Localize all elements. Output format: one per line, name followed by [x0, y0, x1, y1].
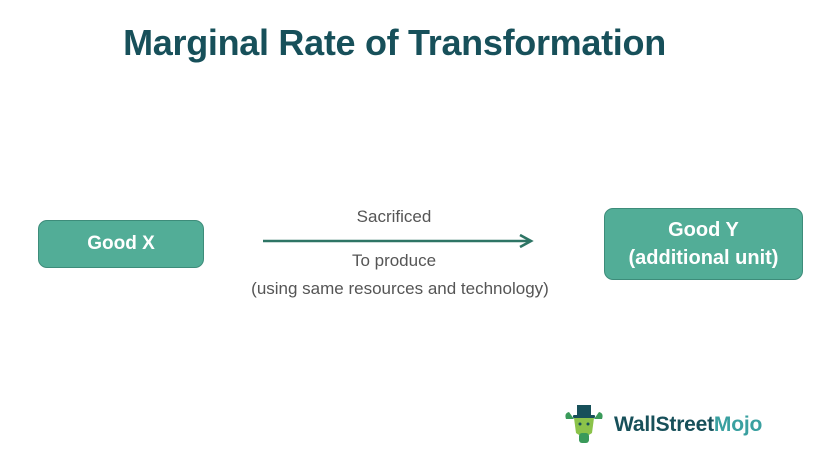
bull-with-top-hat-icon: [565, 405, 603, 443]
title-text: Marginal Rate of Transformation: [123, 22, 666, 63]
right-arrow-icon: [263, 234, 534, 248]
wallstreetmojo-logo: WallStreetMojo: [562, 403, 762, 447]
arrow-label-sacrificed: Sacrificed: [356, 207, 432, 226]
good-x-label: Good X: [87, 233, 155, 254]
good-y-box: Good Y (additional unit): [604, 208, 803, 280]
brand-name: WallStreetMojo: [614, 413, 763, 436]
arrow-label-to-produce: To produce: [351, 251, 437, 270]
page-title: Marginal Rate of Transformation: [0, 22, 831, 64]
good-y-sublabel: (additional unit): [628, 247, 779, 269]
good-y-label: Good Y: [668, 219, 739, 241]
good-x-box: Good X: [38, 220, 204, 268]
arrow-label-condition: (using same resources and technology): [251, 279, 549, 298]
